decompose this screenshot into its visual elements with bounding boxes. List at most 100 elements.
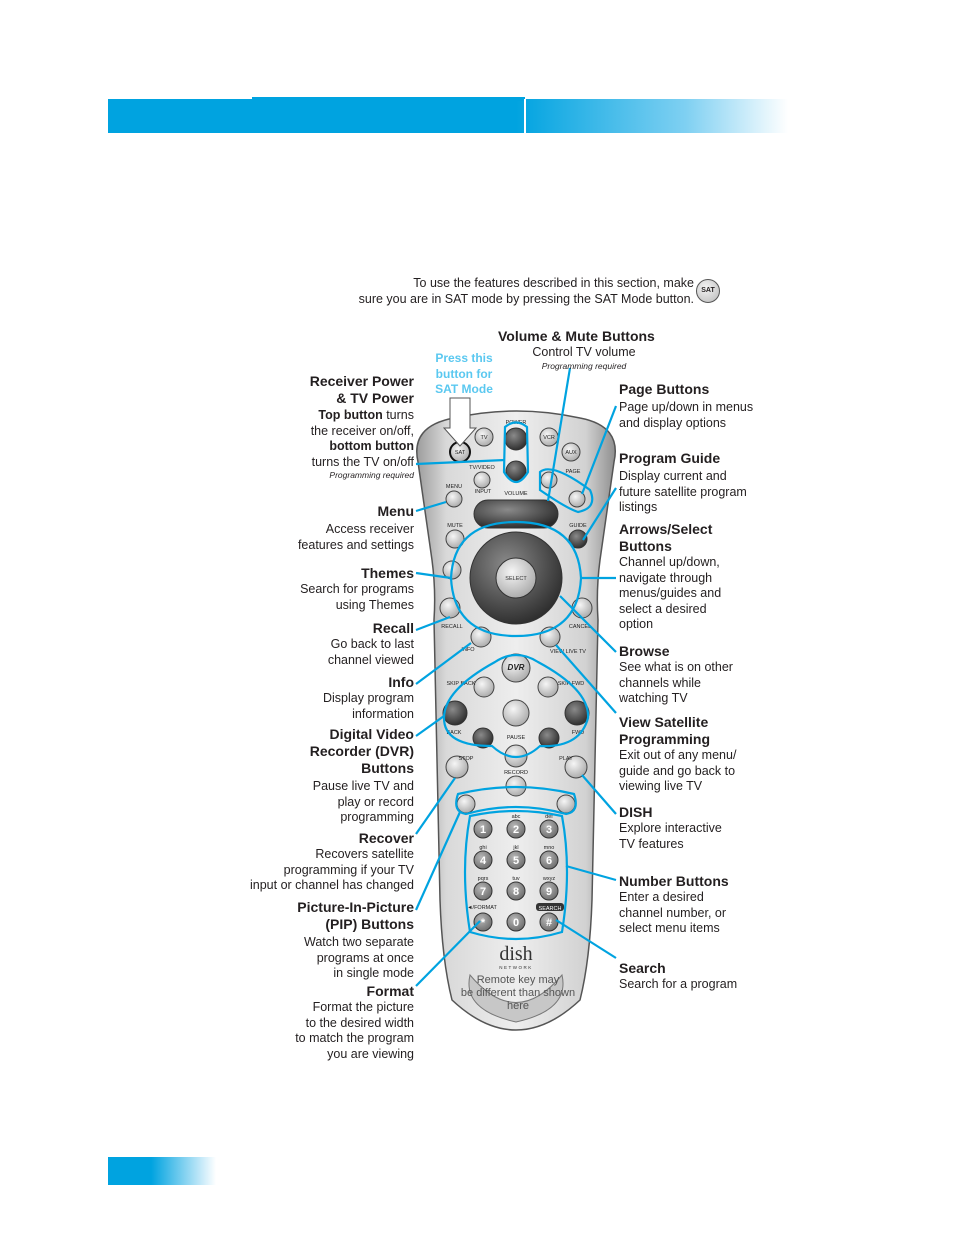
callout-text: information — [352, 706, 414, 721]
callout-title: Picture-In-Picture — [297, 899, 414, 915]
key-6-label: 6 — [546, 855, 552, 867]
key-0 — [506, 912, 526, 932]
key-hash-label: # — [546, 917, 552, 929]
callout-text: Go back to last — [330, 637, 414, 651]
callout-text: channel number, or — [619, 905, 727, 920]
callout-title: Menu — [377, 503, 414, 519]
remote-note-line-1: Remote key may — [476, 974, 560, 986]
key-0-label: 0 — [513, 917, 519, 929]
label-mno: mno — [544, 845, 555, 851]
callout-text: Enter a desired — [619, 890, 704, 904]
line-dish — [581, 774, 617, 815]
label-pause: PAUSE — [507, 735, 526, 741]
outline-number-keys — [463, 809, 569, 941]
key-2 — [506, 819, 526, 839]
callout-title: Recover — [358, 830, 414, 846]
callout-info: Info Display program information — [224, 674, 414, 722]
callout-title: Buttons — [361, 760, 414, 776]
callout-text: to the desired width — [305, 1015, 414, 1030]
remote-key-note: Remote key may be different than shown h… — [452, 974, 584, 1013]
callout-title: Buttons — [619, 538, 672, 554]
callout-text: Search for programs — [300, 582, 414, 596]
stop-button — [472, 727, 494, 749]
label-wxyz: wxyz — [542, 876, 555, 882]
callout-text: Explore interactive — [619, 821, 722, 835]
line-search — [555, 919, 617, 959]
label-skip-back: SKIP BACK — [447, 681, 476, 687]
callout-text: listings — [619, 500, 658, 514]
label-back: BACK — [447, 730, 462, 736]
label-guide: GUIDE — [569, 523, 587, 529]
callout-title: & TV Power — [336, 390, 414, 406]
callout-text: channel viewed — [327, 652, 414, 667]
outline-pip-buttons — [455, 785, 577, 816]
pause-button — [502, 699, 530, 727]
tv-mode-button — [474, 427, 494, 447]
callout-title: Programming — [619, 731, 711, 747]
callout-text: Exit out of any menu/ — [619, 748, 737, 762]
callout-title: Themes — [361, 565, 414, 581]
outline-power-buttons — [502, 421, 530, 484]
key-9-label: 9 — [546, 886, 552, 898]
label-page: PAGE — [566, 469, 581, 475]
line-recover — [415, 777, 456, 835]
callout-text: menus/guides and — [619, 586, 722, 600]
callout-text: input or channel has changed — [249, 878, 414, 892]
label-pqrs: pqrs — [478, 876, 489, 882]
callout-text: in single mode — [333, 966, 414, 980]
callout-note: Programming required — [541, 360, 627, 371]
line-info — [415, 642, 472, 685]
callout-text: Recovers satellite — [315, 847, 414, 861]
play-button — [538, 727, 560, 749]
callout-text: features and settings — [297, 537, 414, 552]
callout-text: TV features — [619, 836, 684, 851]
callout-text: channels while — [619, 675, 701, 690]
select-button — [495, 557, 537, 599]
callout-title: (PIP) Buttons — [325, 916, 414, 932]
key-3-label: 3 — [546, 824, 552, 836]
line-pip — [414, 811, 462, 911]
callout-text: programs at once — [316, 950, 414, 965]
label-aux: AUX — [565, 450, 577, 456]
guide-button — [568, 529, 588, 549]
label-input: INPUT — [475, 489, 492, 495]
sat-note-line-1: Press this — [435, 351, 493, 365]
callout-title: DISH — [619, 804, 653, 820]
sat-pointer-arrow — [442, 397, 478, 447]
callout-recover: Recover Recovers satellite programming i… — [224, 830, 414, 894]
line-format — [415, 920, 481, 987]
callout-text: navigate through — [619, 570, 713, 585]
callout-text: Format the picture — [312, 1000, 414, 1014]
callout-title: Info — [388, 674, 414, 690]
callout-text: Top button turns — [318, 408, 414, 422]
callout-text: select a desired — [619, 601, 707, 616]
callout-text: Search for a program — [619, 977, 738, 991]
label-search: SEARCH — [539, 906, 562, 912]
header-notch — [252, 97, 525, 101]
dish-button — [564, 755, 588, 779]
callout-text: Access receiver — [325, 522, 414, 536]
callout-text: programming — [340, 810, 414, 824]
page-up-button — [540, 471, 558, 489]
line-menu — [415, 500, 447, 513]
callout-view-sat: View Satellite Programming Exit out of a… — [619, 714, 779, 795]
callout-text: Display program — [322, 691, 414, 705]
power-button — [504, 427, 528, 451]
outline-dvr-buttons — [442, 653, 590, 759]
callout-title: Recorder (DVR) — [309, 743, 414, 759]
remote-note-line-3: here — [506, 1000, 530, 1012]
callout-text: and display options — [619, 415, 727, 430]
header-divider — [524, 99, 526, 133]
callout-text: watching TV — [619, 691, 688, 705]
callout-title: Recall — [372, 620, 414, 636]
label-cancel: CANCEL — [569, 624, 591, 630]
sat-mode-chip: SAT — [696, 279, 720, 303]
callout-recall: Recall Go back to last channel viewed — [224, 620, 414, 668]
label-tv: TV — [480, 435, 487, 441]
callout-title: Program Guide — [619, 450, 721, 466]
callout-text: viewing live TV — [619, 779, 703, 793]
sat-mode-note: Press this button for SAT Mode — [430, 351, 498, 398]
label-volume: VOLUME — [504, 491, 528, 497]
label-tuv: tuv — [512, 876, 520, 882]
callout-text: bottom button — [329, 439, 414, 453]
